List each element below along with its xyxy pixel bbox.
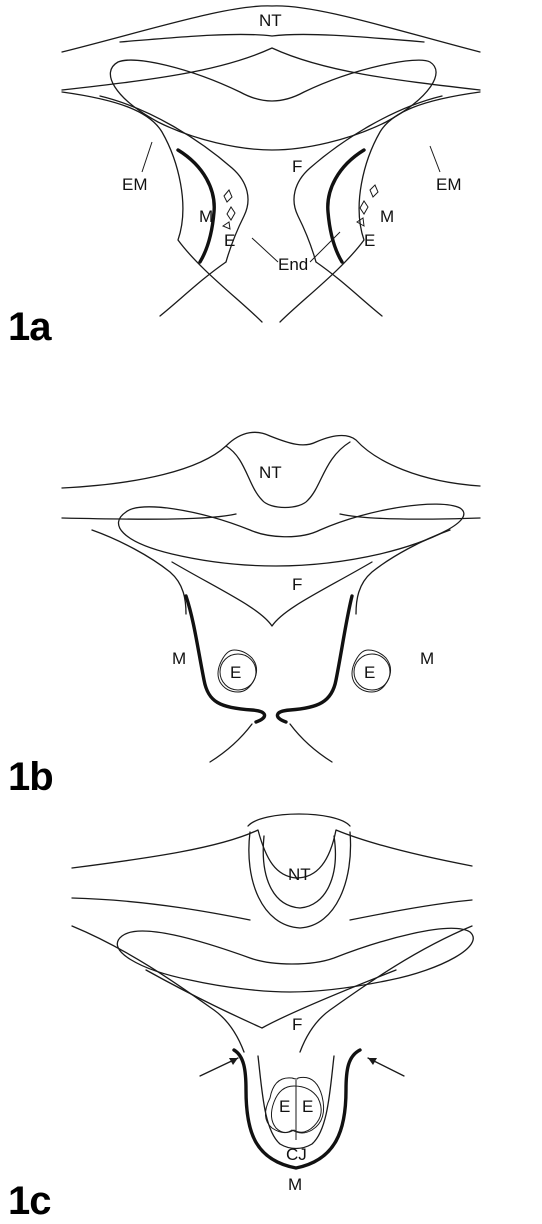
- em-leader-right-1a: [430, 146, 440, 172]
- label-m-right-1b: M: [420, 649, 434, 668]
- label-e-right-1a: E: [364, 231, 375, 250]
- foregut-cavity-1a: [110, 60, 436, 150]
- ectoderm-right-1c: [300, 926, 472, 1052]
- label-f-1a: F: [292, 157, 302, 176]
- end-leader-left-1a: [252, 238, 278, 262]
- label-nt-1b: NT: [259, 463, 282, 482]
- label-end-1a: End: [278, 255, 308, 274]
- label-m-1c: M: [288, 1175, 302, 1194]
- label-f-1c: F: [292, 1015, 302, 1034]
- panel-label-1c: 1c: [8, 1179, 51, 1223]
- arrow-right-1c: [368, 1058, 404, 1076]
- label-nt-1a: NT: [259, 11, 282, 30]
- arrow-left-1c: [200, 1058, 238, 1076]
- ectoderm-left-1a: [62, 92, 262, 322]
- label-e-left-1b: E: [230, 663, 241, 682]
- label-e-right-1b: E: [364, 663, 375, 682]
- panel-label-1b: 1b: [8, 755, 53, 799]
- label-em-right-1a: EM: [436, 175, 462, 194]
- label-cj-1c: CJ: [286, 1145, 307, 1164]
- em-leader-left-1a: [142, 142, 152, 172]
- neural-tube-outer-1c: [72, 830, 472, 878]
- label-e-left-1c: E: [279, 1097, 290, 1116]
- mesoderm-right-1b[interactable]: [277, 596, 352, 722]
- endocardial-cells-left-1a: [223, 190, 235, 229]
- label-m-left-1a: M: [199, 207, 213, 226]
- label-f-1b: F: [292, 575, 302, 594]
- foregut-floor-1b: [172, 562, 372, 626]
- label-m-right-1a: M: [380, 207, 394, 226]
- ectoderm-tail-left-1b: [210, 724, 252, 762]
- label-e-right-1c: E: [302, 1097, 313, 1116]
- neural-tube-base-1b: [62, 514, 480, 519]
- ectoderm-tail-right-1b: [290, 724, 332, 762]
- ectoderm-left-1c: [72, 926, 244, 1052]
- endocardial-tubes-fusing-1c[interactable]: [265, 1077, 323, 1140]
- neural-tube-inner-1a: [120, 34, 424, 42]
- label-nt-1c: NT: [288, 865, 311, 884]
- label-e-left-1a: E: [224, 231, 235, 250]
- neural-tube-floor-1a: [62, 48, 480, 90]
- endoderm-lower-left-1a: [160, 262, 226, 316]
- label-em-left-1a: EM: [122, 175, 148, 194]
- panel-1c: NT F E E CJ M 1c: [8, 814, 473, 1223]
- endoderm-lower-right-1a: [316, 262, 382, 316]
- panel-label-1a: 1a: [8, 305, 52, 349]
- foregut-cavity-1c: [117, 928, 473, 992]
- neural-tube-cap-1c: [248, 814, 350, 826]
- foregut-cavity-1b: [118, 504, 463, 566]
- panel-1b: NT F M M E E 1b: [8, 432, 480, 799]
- neural-tube-inner-1b: [226, 442, 350, 508]
- label-m-left-1b: M: [172, 649, 186, 668]
- panel-1a: NT F EM EM M M E E End 1a: [8, 6, 480, 349]
- ectoderm-right-1b: [356, 530, 450, 614]
